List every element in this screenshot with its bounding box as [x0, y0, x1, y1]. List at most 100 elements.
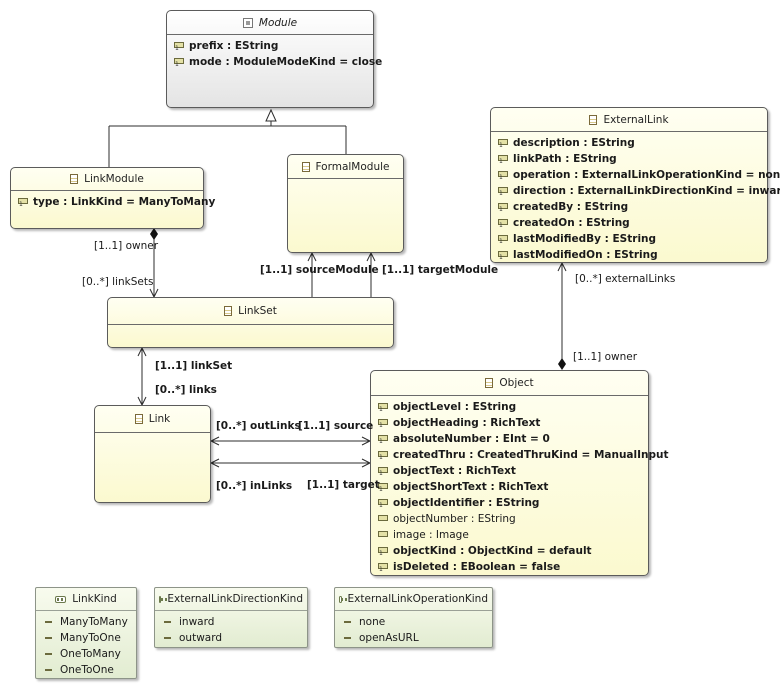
enum-literal[interactable]: ManyToOne — [45, 630, 136, 646]
class-externallink[interactable]: ExternalLink description : EString linkP… — [490, 107, 780, 263]
enum-header: ExternalLinkDirectionKind — [155, 588, 307, 611]
abstract-class-icon — [242, 17, 253, 28]
attribute-icon — [18, 197, 28, 208]
attribute-list: description : EString linkPath : EString… — [491, 132, 780, 263]
attribute-list: objectLevel : EString objectHeading : Ri… — [371, 396, 669, 575]
attribute-row[interactable]: objectShortText : RichText — [378, 479, 648, 495]
attribute-row[interactable]: objectIdentifier : EString — [378, 495, 648, 511]
literal-icon — [45, 621, 52, 623]
literal-icon — [164, 621, 171, 623]
enum-literal[interactable]: inward — [164, 614, 307, 630]
literal-icon — [164, 637, 171, 639]
enum-externallinkdirectionkind[interactable]: ExternalLinkDirectionKind inward outward — [154, 587, 308, 648]
enum-literal[interactable]: outward — [164, 630, 307, 646]
literal-icon — [45, 653, 52, 655]
attribute-row[interactable]: objectKind : ObjectKind = default — [378, 543, 648, 559]
enum-header: ExternalLinkOperationKind — [335, 588, 492, 611]
composition-diamond — [150, 228, 158, 240]
label-sourcemodule: [1..1] sourceModule — [260, 264, 379, 276]
label-links: [0..*] links — [155, 384, 217, 396]
enum-literal[interactable]: ManyToMany — [45, 614, 136, 630]
enum-literal[interactable]: none — [344, 614, 492, 630]
attribute-row[interactable]: objectText : RichText — [378, 463, 648, 479]
enum-icon — [55, 595, 67, 603]
class-icon — [589, 114, 598, 125]
class-formalmodule[interactable]: FormalModule — [287, 154, 404, 253]
attribute-row[interactable]: lastModifiedBy : EString — [498, 231, 767, 247]
enum-literal[interactable]: openAsURL — [344, 630, 492, 646]
arrowhead — [209, 458, 220, 468]
attribute-row[interactable]: image : Image — [378, 527, 648, 543]
enum-name: ExternalLinkOperationKind — [347, 593, 488, 605]
attribute-icon — [378, 546, 388, 557]
attribute-icon — [498, 154, 508, 165]
composition-diamond — [558, 358, 566, 370]
class-name: FormalModule — [315, 160, 390, 173]
class-icon — [485, 378, 494, 388]
attribute-icon — [498, 234, 508, 245]
class-icon — [301, 161, 310, 172]
class-header: FormalModule — [288, 155, 403, 179]
enum-icon — [339, 595, 346, 603]
attribute-row[interactable]: operation : ExternalLinkOperationKind = … — [498, 167, 780, 183]
arrowhead — [209, 436, 220, 446]
enum-literal[interactable]: OneToMany — [45, 646, 136, 662]
attribute-row[interactable]: description : EString — [498, 135, 767, 151]
attribute-icon — [378, 402, 388, 413]
class-name: Object — [499, 377, 534, 389]
arrowhead — [361, 458, 372, 468]
attribute-icon — [378, 418, 388, 429]
attribute-row[interactable]: objectNumber : EString — [378, 511, 648, 527]
arrowhead — [149, 288, 159, 299]
class-icon — [134, 414, 143, 424]
attribute-row[interactable]: absoluteNumber : EInt = 0 — [378, 431, 648, 447]
arrowhead — [137, 396, 147, 407]
attribute-row[interactable]: createdThru : CreatedThruKind = ManualIn… — [378, 447, 669, 463]
optional-attribute-icon — [378, 514, 388, 524]
attribute-list: type : LinkKind = ManyToMany — [11, 191, 215, 210]
class-icon — [70, 174, 79, 184]
label-target: [1..1] target — [307, 479, 380, 491]
label-linkset: [1..1] linkSet — [155, 360, 233, 372]
attribute-list: prefix : EString mode : ModuleModeKind =… — [167, 35, 382, 70]
class-header: ExternalLink — [491, 108, 767, 132]
attribute-row[interactable]: lastModifiedOn : EString — [498, 247, 767, 263]
class-header: Object — [371, 371, 648, 396]
class-header: Module — [167, 11, 373, 35]
attribute-icon — [174, 41, 184, 52]
attribute-row[interactable]: mode : ModuleModeKind = close — [174, 54, 382, 70]
class-header: LinkModule — [11, 168, 203, 191]
attribute-row[interactable]: createdBy : EString — [498, 199, 767, 215]
class-name: ExternalLink — [603, 113, 669, 126]
class-icon — [224, 306, 233, 316]
attribute-row[interactable]: createdOn : EString — [498, 215, 767, 231]
attribute-icon — [378, 482, 388, 493]
literal-icon — [45, 669, 52, 671]
attribute-icon — [378, 466, 388, 477]
attribute-icon — [378, 434, 388, 445]
literal-list: inward outward — [155, 611, 307, 646]
class-header: Link — [95, 406, 210, 433]
enum-linkkind[interactable]: LinkKind ManyToMany ManyToOne OneToMany … — [35, 587, 137, 679]
class-link[interactable]: Link — [94, 405, 211, 503]
class-linkset[interactable]: LinkSet — [107, 297, 394, 348]
enum-externallinkoperationkind[interactable]: ExternalLinkOperationKind none openAsURL — [334, 587, 493, 648]
attribute-row[interactable]: prefix : EString — [174, 38, 373, 54]
class-header: LinkSet — [108, 298, 393, 325]
attribute-row[interactable]: objectHeading : RichText — [378, 415, 648, 431]
class-name: Link — [148, 413, 171, 425]
attribute-row[interactable]: objectLevel : EString — [378, 399, 648, 415]
class-object[interactable]: Object objectLevel : EString objectHeadi… — [370, 370, 669, 576]
attribute-icon — [174, 57, 184, 68]
attribute-row[interactable]: direction : ExternalLinkDirectionKind = … — [498, 183, 780, 199]
attribute-row[interactable]: linkPath : EString — [498, 151, 767, 167]
label-owner-object: [1..1] owner — [573, 351, 638, 363]
class-module[interactable]: Module prefix : EString mode : ModuleMod… — [166, 10, 382, 108]
class-linkmodule[interactable]: LinkModule type : LinkKind = ManyToMany — [10, 167, 215, 229]
label-linksets: [0..*] linkSets — [82, 276, 154, 288]
enum-literal[interactable]: OneToOne — [45, 662, 136, 678]
attribute-row[interactable]: isDeleted : EBoolean = false — [378, 559, 648, 575]
attribute-row[interactable]: type : LinkKind = ManyToMany — [18, 194, 215, 210]
label-targetmodule: [1..1] targetModule — [382, 264, 499, 276]
class-name: LinkSet — [238, 305, 277, 317]
